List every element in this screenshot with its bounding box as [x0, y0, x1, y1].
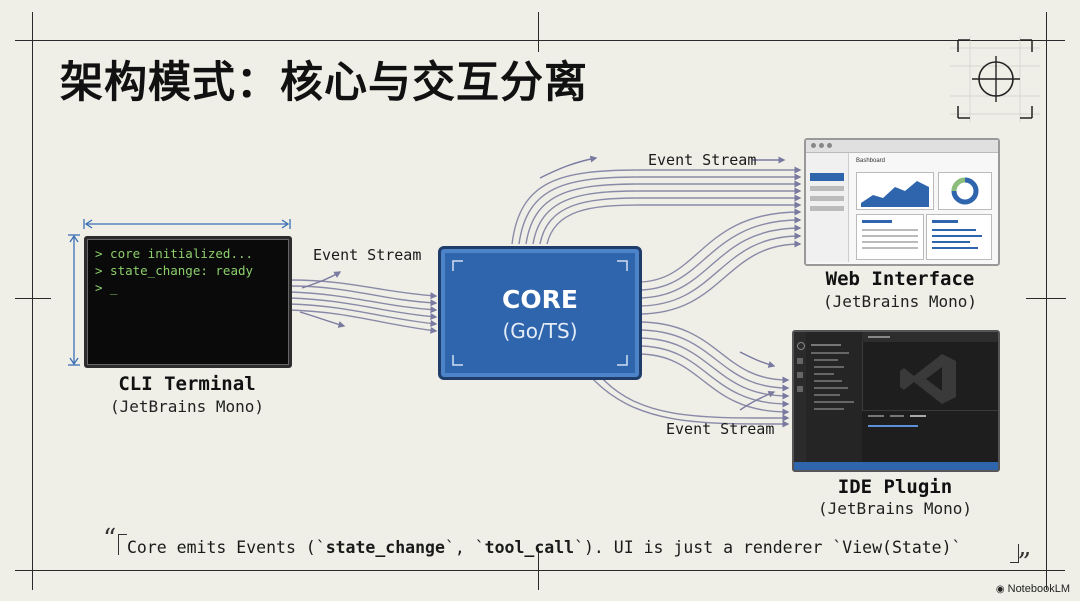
caption-text: Core emits Events (`state_change`, `tool…	[127, 538, 962, 557]
ide-plugin-window	[792, 330, 1000, 472]
ide-plugin-subtitle: (JetBrains Mono)	[817, 499, 973, 518]
terminal-line-2: > state_change: ready	[95, 263, 254, 278]
page-title: 架构模式：核心与交互分离	[60, 58, 588, 108]
cli-to-core-flow	[289, 279, 438, 334]
event-stream-label-left: Event Stream	[313, 246, 422, 264]
cli-terminal-subtitle: (JetBrains Mono)	[109, 397, 265, 416]
event-stream-label-bottom: Event Stream	[666, 420, 775, 438]
frame-left-line	[32, 12, 33, 590]
close-quote: „	[1018, 532, 1032, 562]
notebooklm-brand: ◉ NotebookLM	[995, 583, 1070, 595]
core-to-web-flow	[511, 166, 802, 315]
core-to-ide-flow	[589, 321, 790, 428]
ide-terminal-panel	[862, 410, 998, 470]
event-stream-label-top: Event Stream	[648, 151, 757, 169]
frame-top-line	[15, 40, 1065, 41]
ide-explorer	[806, 332, 863, 462]
dashboard-label: Bashboard	[856, 158, 886, 164]
donut-chart-card	[938, 172, 992, 210]
core-title: CORE	[502, 285, 578, 314]
area-chart-card	[856, 172, 934, 210]
ide-tab-bar	[862, 332, 998, 342]
web-interface-subtitle: (JetBrains Mono)	[822, 292, 978, 311]
notebooklm-logo-icon: ◉	[995, 584, 1005, 595]
open-bracket	[118, 534, 127, 555]
frame-tick-bottom	[538, 548, 539, 590]
core-box: CORE (Go/TS)	[438, 246, 642, 380]
frame-tick-left	[15, 298, 51, 299]
list-card-1	[856, 214, 924, 260]
close-bracket	[1010, 544, 1019, 563]
cli-terminal-window: > core initialized... > state_change: re…	[84, 236, 292, 368]
cli-terminal-title: CLI Terminal	[118, 373, 256, 395]
browser-titlebar	[806, 140, 998, 153]
terminal-line-1: > core initialized...	[95, 246, 254, 261]
list-card-2	[926, 214, 992, 260]
core-corner-brackets	[452, 260, 628, 366]
open-quote: “	[103, 524, 117, 554]
frame-tick-right	[1026, 298, 1066, 299]
frame-right-line	[1046, 12, 1047, 590]
ide-status-bar	[794, 462, 998, 470]
web-interface-title: Web Interface	[825, 268, 975, 290]
web-sidebar	[806, 153, 849, 262]
core-subtitle: (Go/TS)	[502, 319, 578, 343]
frame-tick-top	[538, 12, 539, 52]
web-interface-window: Bashboard	[804, 138, 1000, 266]
vscode-logo-icon	[900, 354, 956, 404]
dimension-markers	[68, 219, 291, 366]
terminal-line-3: > _	[95, 280, 118, 295]
crosshair-icon	[950, 36, 1040, 122]
ide-activity-bar	[794, 332, 806, 470]
frame-bottom-line	[15, 570, 1065, 571]
ide-plugin-title: IDE Plugin	[837, 476, 953, 498]
